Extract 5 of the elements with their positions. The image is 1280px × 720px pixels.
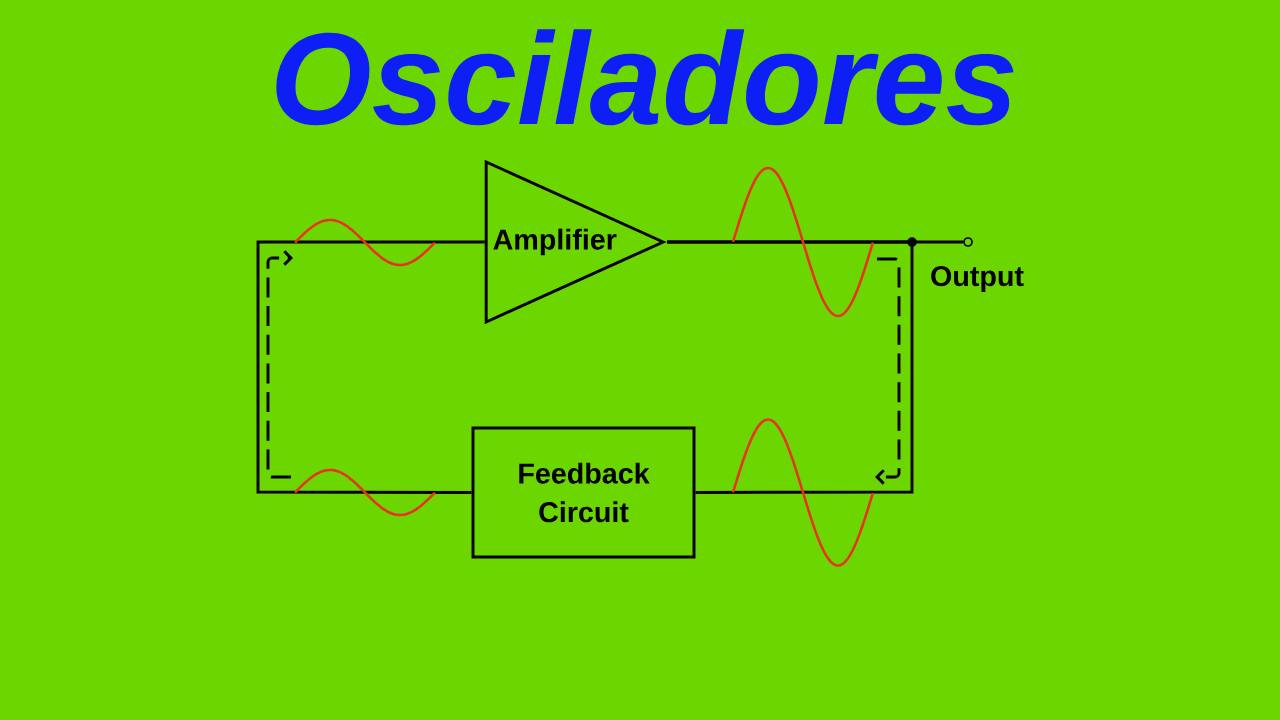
title: Osciladores: [276, 29, 1014, 126]
wire: [256, 240, 485, 494]
wire: [667, 240, 914, 494]
terminal-label: Output: [931, 266, 1024, 292]
circuit-block: Feedback Circuit: [471, 426, 696, 559]
